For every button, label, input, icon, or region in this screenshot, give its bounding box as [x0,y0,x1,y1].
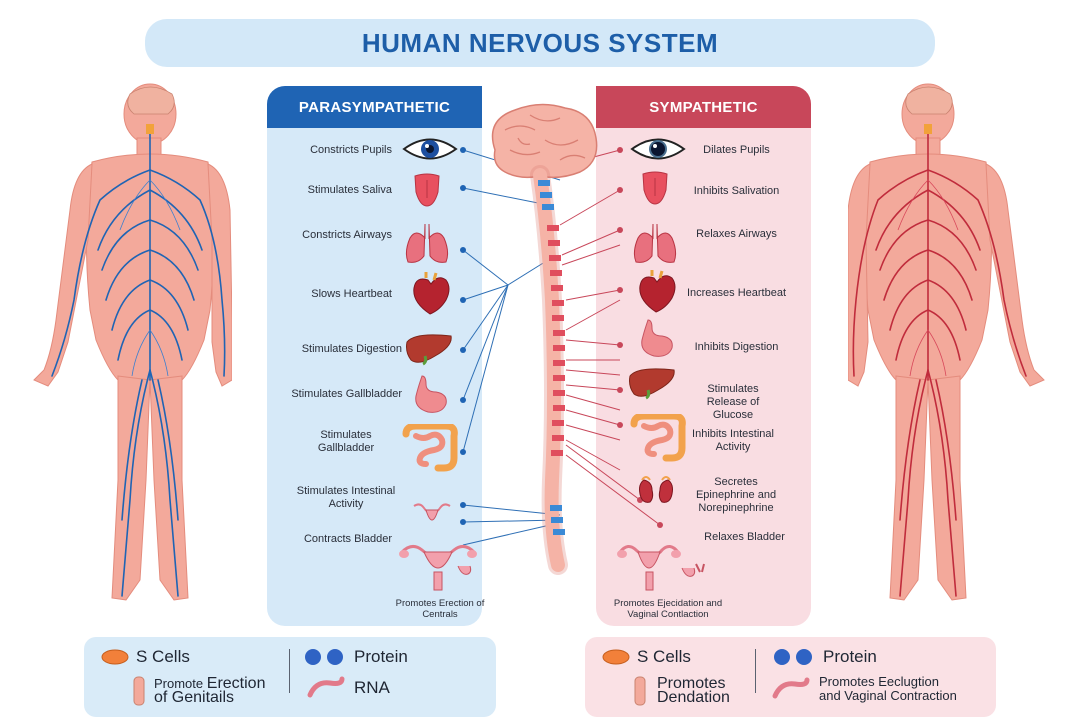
protein-dots-icon [774,649,812,665]
cell-oval-icon [602,649,630,665]
symp-label-heartbeat: Increases Heartbeat [686,287,787,299]
legend-s-cells-right: S Cells [601,647,691,667]
parasympathetic-body-figure [33,83,232,601]
symp-label-glucose: Stimulates Release of Glucose [706,383,760,421]
legend-protein-right: Protein [773,647,877,667]
reproductive-organs-icon-right [617,545,705,591]
sympathetic-body-figure [848,83,1045,601]
para-label-saliva: Stimulates Saliva [307,184,392,196]
stomach-icon-right [641,319,673,357]
lungs-icon [405,223,449,263]
para-label-intestinal: Stimulates Intestinal Activity [296,485,396,510]
heart-icon [413,272,450,315]
uterus-icon [413,503,451,521]
parasympathetic-header: PARASYMPATHETIC [267,86,482,128]
symp-label-pupils: Dilates Pupils [703,144,770,156]
reproductive-organs-icon [399,545,477,591]
para-label-digestion: Stimulates Digestion [301,343,402,355]
title-banner: HUMAN NERVOUS SYSTEM [145,19,935,67]
symp-label-airways: Relaxes Airways [696,228,777,240]
rna-icon [772,677,810,699]
legend-promotes-dendation: Promotes Dendation [633,675,730,707]
para-label-airways: Constricts Airways [302,229,392,241]
lungs-icon-right [633,223,677,263]
legend-promotes-ejaculation: Promotes Eeclugtion and Vaginal Contract… [771,675,957,703]
sympathetic-header: SYMPATHETIC [596,86,811,128]
symp-label-bladder: Relaxes Bladder [704,531,785,543]
figure-icon [133,676,145,706]
para-bottom-label: Promotes Erection of Centrals [395,598,485,620]
symp-label-salivation: Inhibits Salivation [693,185,780,197]
para-label-bladder: Contracts Bladder [303,533,392,545]
figure-icon [634,676,646,706]
eye-icon [402,138,458,160]
legend-sympathetic: S Cells Promotes Dendation Protein Promo… [585,637,996,717]
para-label-pupils: Constricts Pupils [310,144,392,156]
page-title: HUMAN NERVOUS SYSTEM [361,27,719,58]
para-label-gallbladder-2: Stimulates Gallbladder [317,429,375,454]
adrenal-kidney-icon [639,476,673,503]
legend-promote-erection: Promote Erection of Genitails [132,675,265,707]
tongue-icon-right [642,171,668,205]
sympathetic-panel: SYMPATHETIC [596,86,811,626]
legend-s-cells: S Cells [100,647,190,667]
cell-oval-icon [101,649,129,665]
dilated-eye-icon [630,138,686,160]
para-label-gallbladder: Stimulates Gallbladder [291,388,402,400]
intestines-icon [402,424,458,472]
symp-label-digestion: Inhibits Digestion [694,341,779,353]
protein-dots-icon [305,649,343,665]
stomach-icon [415,375,447,413]
legend-parasympathetic: S Cells Promote Erection of Genitails Pr… [84,637,496,717]
legend-divider-right [755,649,756,693]
spinal-cord-icon [530,165,568,575]
liver-icon-right [629,368,675,400]
liver-icon [406,334,452,366]
symp-label-epinephrine: Secretes Epinephrine and Norepinephrine [695,476,777,514]
para-label-heartbeat: Slows Heartbeat [311,288,392,300]
rna-icon [307,676,345,698]
parasympathetic-panel: PARASYMPATHETIC [267,86,482,626]
symp-label-intestinal: Inhibits Intestinal Activity [692,428,774,453]
brain-icon [491,103,598,179]
heart-icon-right [639,270,676,313]
intestines-icon-right [630,414,686,462]
legend-rna: RNA [306,675,390,701]
tongue-icon [414,173,440,207]
legend-divider [289,649,290,693]
symp-bottom-label: Promotes Ejecidation and Vaginal Contlac… [613,598,723,620]
legend-protein: Protein [304,647,408,667]
